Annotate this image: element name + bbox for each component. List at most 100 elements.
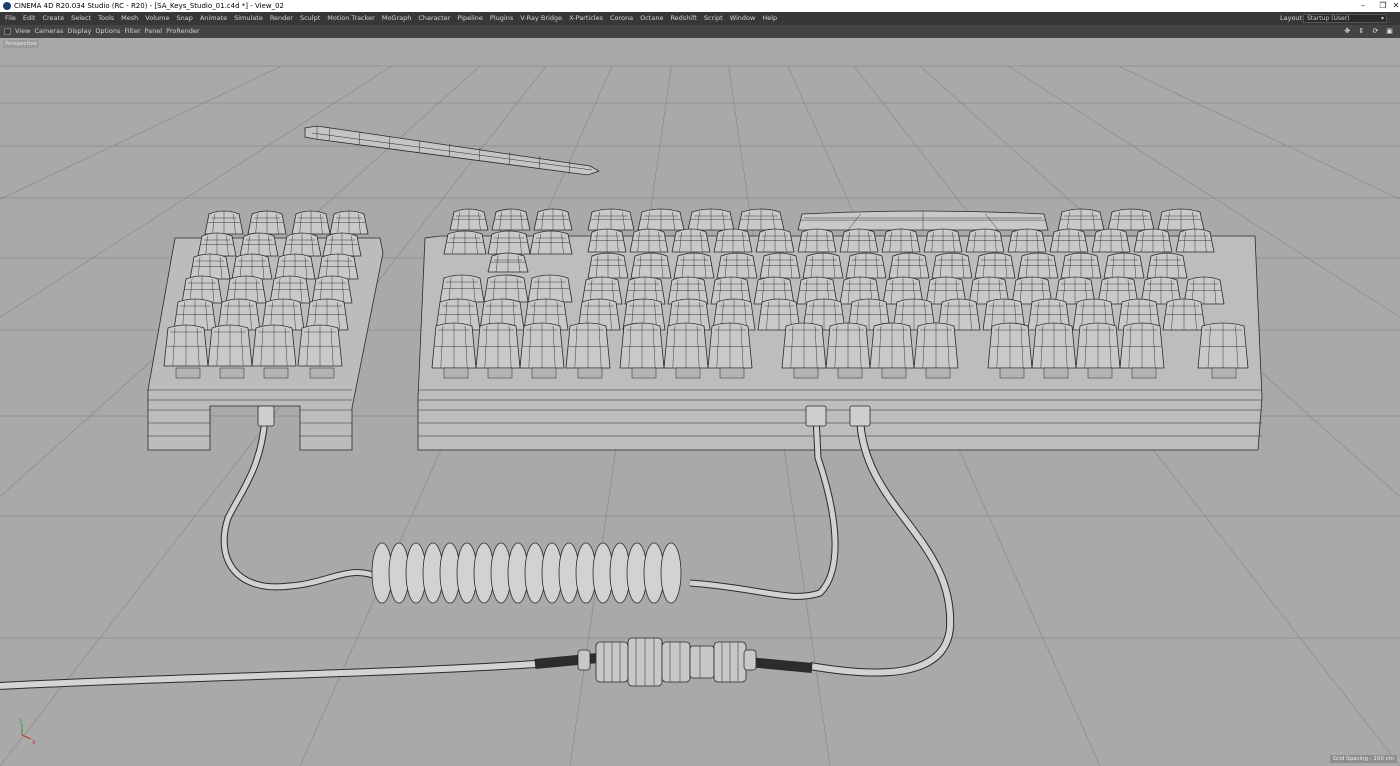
keycap <box>197 232 237 257</box>
keycap <box>577 298 621 331</box>
keycap <box>630 252 672 279</box>
switch-base <box>309 367 335 379</box>
keycap <box>491 208 531 231</box>
zoom-view-icon[interactable]: ⇕ <box>1358 27 1365 35</box>
restore-icon[interactable]: ❐ <box>1379 1 1387 10</box>
keycap <box>757 298 801 331</box>
keycap <box>802 298 846 331</box>
viewport-menu-view[interactable]: View <box>15 27 31 35</box>
menu-character[interactable]: Character <box>418 14 451 22</box>
switch-base <box>219 367 245 379</box>
keycap <box>1075 322 1121 369</box>
keycap <box>231 253 273 280</box>
viewport-menu-filter[interactable]: Filter <box>124 27 141 35</box>
keycap <box>1107 208 1155 231</box>
keycap <box>802 252 844 279</box>
menu-v-ray-bridge[interactable]: V-Ray Bridge <box>520 14 563 22</box>
maximize-view-icon[interactable]: ▣ <box>1386 27 1393 35</box>
axis-y-label: y <box>19 717 23 724</box>
keycap <box>937 298 981 331</box>
left-keyboard-half <box>147 210 384 451</box>
keycap <box>487 230 531 255</box>
menu-simulate[interactable]: Simulate <box>234 14 263 22</box>
keycap <box>1007 228 1047 253</box>
switch-base <box>175 367 201 379</box>
keycap <box>629 228 669 253</box>
keycap <box>261 298 305 331</box>
keycap <box>587 208 635 231</box>
window-title-bar: CINEMA 4D R20.034 Studio (RC - R20) - [S… <box>0 0 1400 12</box>
viewport-menu-display[interactable]: Display <box>67 27 92 35</box>
menu-create[interactable]: Create <box>42 14 65 22</box>
switch-base <box>487 367 513 379</box>
menu-plugins[interactable]: Plugins <box>489 14 514 22</box>
menu-mograph[interactable]: MoGraph <box>381 14 412 22</box>
keycap <box>1146 252 1188 279</box>
close-icon[interactable]: ✕ <box>1392 1 1400 10</box>
cinema4d-logo-icon <box>3 2 11 10</box>
aviator-connector <box>577 637 757 687</box>
viewport-menu-cameras[interactable]: Cameras <box>34 27 64 35</box>
keycap <box>1183 276 1225 305</box>
keycap <box>311 275 353 304</box>
menu-corona[interactable]: Corona <box>609 14 634 22</box>
menu-help[interactable]: Help <box>762 14 778 22</box>
keycap <box>317 253 359 280</box>
menu-animate[interactable]: Animate <box>199 14 228 22</box>
move-view-icon[interactable]: ✥ <box>1344 27 1351 35</box>
switch-base <box>1211 367 1237 379</box>
viewport-menu-prorender[interactable]: ProRender <box>166 27 200 35</box>
menu-window[interactable]: Window <box>729 14 756 22</box>
keycap <box>204 210 244 235</box>
menu-render[interactable]: Render <box>269 14 293 22</box>
menu-edit[interactable]: Edit <box>22 14 36 22</box>
keycap <box>443 230 487 255</box>
main-menu-bar: File Edit Create Select Tools Mesh Volume Snap A… <box>0 12 1400 25</box>
menu-tools[interactable]: Tools <box>98 14 115 22</box>
3d-viewport[interactable]: y x Perspective Grid Spacing : 100 cm <box>0 38 1400 766</box>
keycap <box>587 228 627 253</box>
menu-script[interactable]: Script <box>703 14 723 22</box>
menu-volume[interactable]: Volume <box>145 14 170 22</box>
main-keyboard <box>175 208 1263 451</box>
keycap <box>716 252 758 279</box>
rotate-view-icon[interactable]: ⟳ <box>1372 27 1379 35</box>
viewport-menu-options[interactable]: Options <box>95 27 121 35</box>
layout-label: Layout: <box>1280 14 1305 22</box>
menu-items: File Edit Create Select Tools Mesh Volume Snap A… <box>2 12 781 25</box>
menu-x-particles[interactable]: X-Particles <box>569 14 603 22</box>
menu-motion-tracker[interactable]: Motion Tracker <box>327 14 375 22</box>
keycap <box>637 208 685 231</box>
chevron-down-icon: ▾ <box>1380 15 1384 22</box>
keycap <box>1057 208 1105 231</box>
menu-file[interactable]: File <box>5 14 16 22</box>
menu-mesh[interactable]: Mesh <box>121 14 139 22</box>
layout-dropdown[interactable]: Startup (User) ▾ <box>1303 14 1387 23</box>
menu-select[interactable]: Select <box>71 14 92 22</box>
viewport-menu-panel[interactable]: Panel <box>144 27 163 35</box>
keycap <box>624 276 666 305</box>
switch-base <box>837 367 863 379</box>
menu-sculpt[interactable]: Sculpt <box>299 14 321 22</box>
menu-redshift[interactable]: Redshift <box>670 14 697 22</box>
menu-pipeline[interactable]: Pipeline <box>457 14 483 22</box>
menu-snap[interactable]: Snap <box>176 14 193 22</box>
keycap <box>269 275 311 304</box>
minimize-icon[interactable]: – <box>1361 1 1365 10</box>
keycap <box>781 322 827 369</box>
switch-base <box>793 367 819 379</box>
keycap <box>274 253 316 280</box>
keycap <box>527 274 573 303</box>
keycap <box>449 208 489 231</box>
keycap <box>974 252 1016 279</box>
keycap <box>825 322 871 369</box>
grid-line <box>919 65 1400 498</box>
keycap <box>173 298 217 331</box>
viewport-toggle-checkbox[interactable] <box>4 28 11 35</box>
axis-x-label: x <box>32 739 36 746</box>
keycap <box>737 208 785 231</box>
keycap <box>673 252 715 279</box>
menu-octane[interactable]: Octane <box>640 14 664 22</box>
keycap <box>581 276 623 305</box>
wireframe-scene[interactable]: y x <box>0 38 1400 766</box>
